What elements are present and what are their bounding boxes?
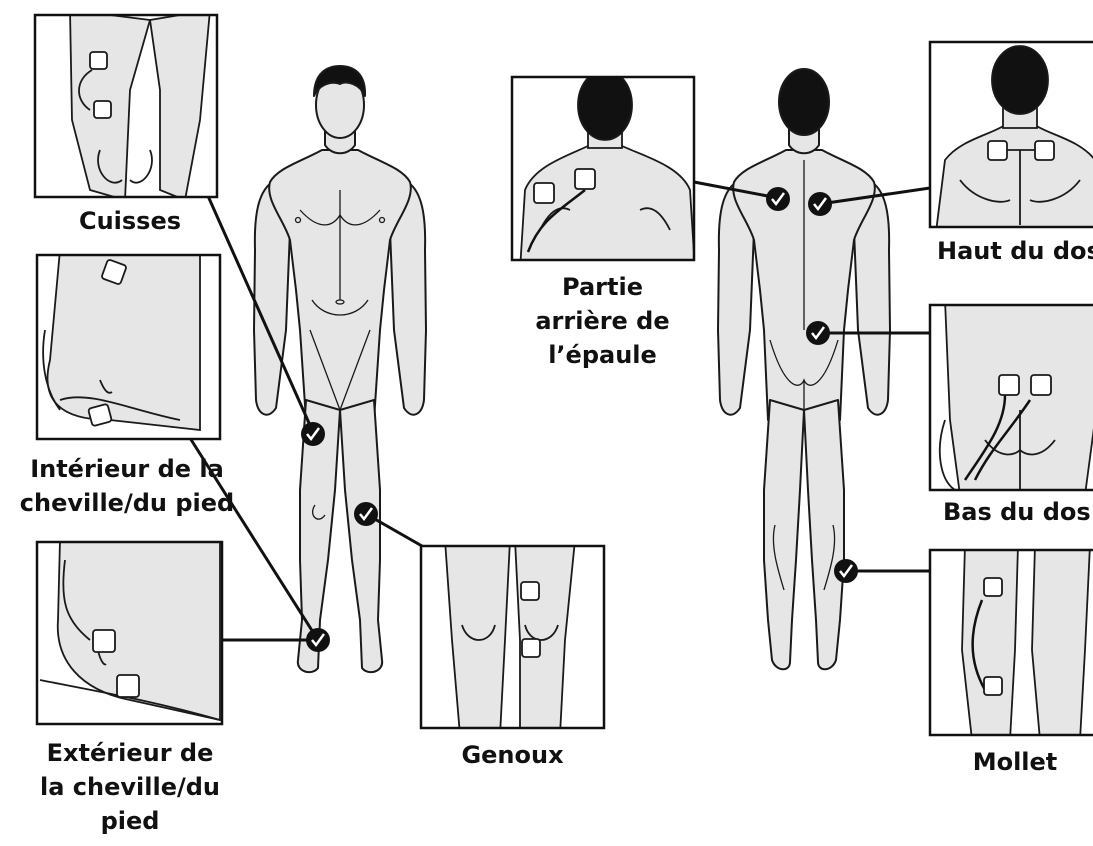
- label-epaule: Partie arrière de l’épaule: [520, 270, 685, 372]
- checkmark-icon: [834, 559, 858, 583]
- label-line: Intérieur de la: [2, 452, 252, 486]
- label-line: Extérieur de: [30, 736, 230, 770]
- checkmark-icon: [806, 321, 830, 345]
- inset-bas-du-dos: [930, 300, 1093, 495]
- electrode-pad-icon: [522, 639, 540, 657]
- label-line: Bas du dos: [943, 495, 1093, 529]
- label-line: Partie: [520, 270, 685, 304]
- electrode-pad-icon: [999, 375, 1019, 395]
- electrode-pad-icon: [90, 52, 107, 69]
- checkmark-icon: [306, 628, 330, 652]
- label-line: la cheville/du: [30, 770, 230, 804]
- label-line: arrière de: [520, 304, 685, 338]
- electrode-pad-icon: [117, 675, 139, 697]
- electrode-pad-icon: [575, 169, 595, 189]
- label-line: l’épaule: [520, 338, 685, 372]
- inset-epaule: [512, 70, 695, 270]
- inset-cuisses: [35, 10, 217, 200]
- label-mollet: Mollet: [955, 745, 1075, 779]
- inset-exterieur-cheville: [37, 540, 222, 724]
- checkmark-icon: [354, 502, 378, 526]
- label-genoux: Genoux: [440, 738, 585, 772]
- label-line: Cuisses: [60, 204, 200, 238]
- label-interieur-cheville: Intérieur de la cheville/du pied: [2, 452, 252, 520]
- label-line: Mollet: [955, 745, 1075, 779]
- electrode-pad-icon: [88, 404, 112, 427]
- label-line: pied: [30, 804, 230, 838]
- inset-interieur-cheville: [37, 250, 220, 439]
- electrode-pad-icon: [93, 630, 115, 652]
- label-line: cheville/du pied: [2, 486, 252, 520]
- checkmark-icon: [301, 422, 325, 446]
- back-body-figure: [718, 69, 890, 669]
- label-haut-du-dos: Haut du dos: [937, 234, 1093, 268]
- label-bas-du-dos: Bas du dos: [943, 495, 1093, 529]
- electrode-pad-icon: [94, 101, 111, 118]
- electrode-pad-icon: [984, 677, 1002, 695]
- checkmark-icon: [766, 187, 790, 211]
- inset-genoux: [421, 540, 604, 735]
- electrode-pad-icon: [988, 141, 1007, 160]
- electrode-pad-icon: [1031, 375, 1051, 395]
- inset-haut-du-dos: [930, 42, 1093, 240]
- electrode-pad-icon: [521, 582, 539, 600]
- electrode-pad-icon: [984, 578, 1002, 596]
- label-line: Haut du dos: [937, 234, 1093, 268]
- label-cuisses: Cuisses: [60, 204, 200, 238]
- checkmark-icon: [808, 192, 832, 216]
- label-exterieur-cheville: Extérieur de la cheville/du pied: [30, 736, 230, 838]
- electrode-pad-icon: [534, 183, 554, 203]
- label-line: Genoux: [440, 738, 585, 772]
- electrode-pad-icon: [1035, 141, 1054, 160]
- inset-mollet: [930, 545, 1093, 740]
